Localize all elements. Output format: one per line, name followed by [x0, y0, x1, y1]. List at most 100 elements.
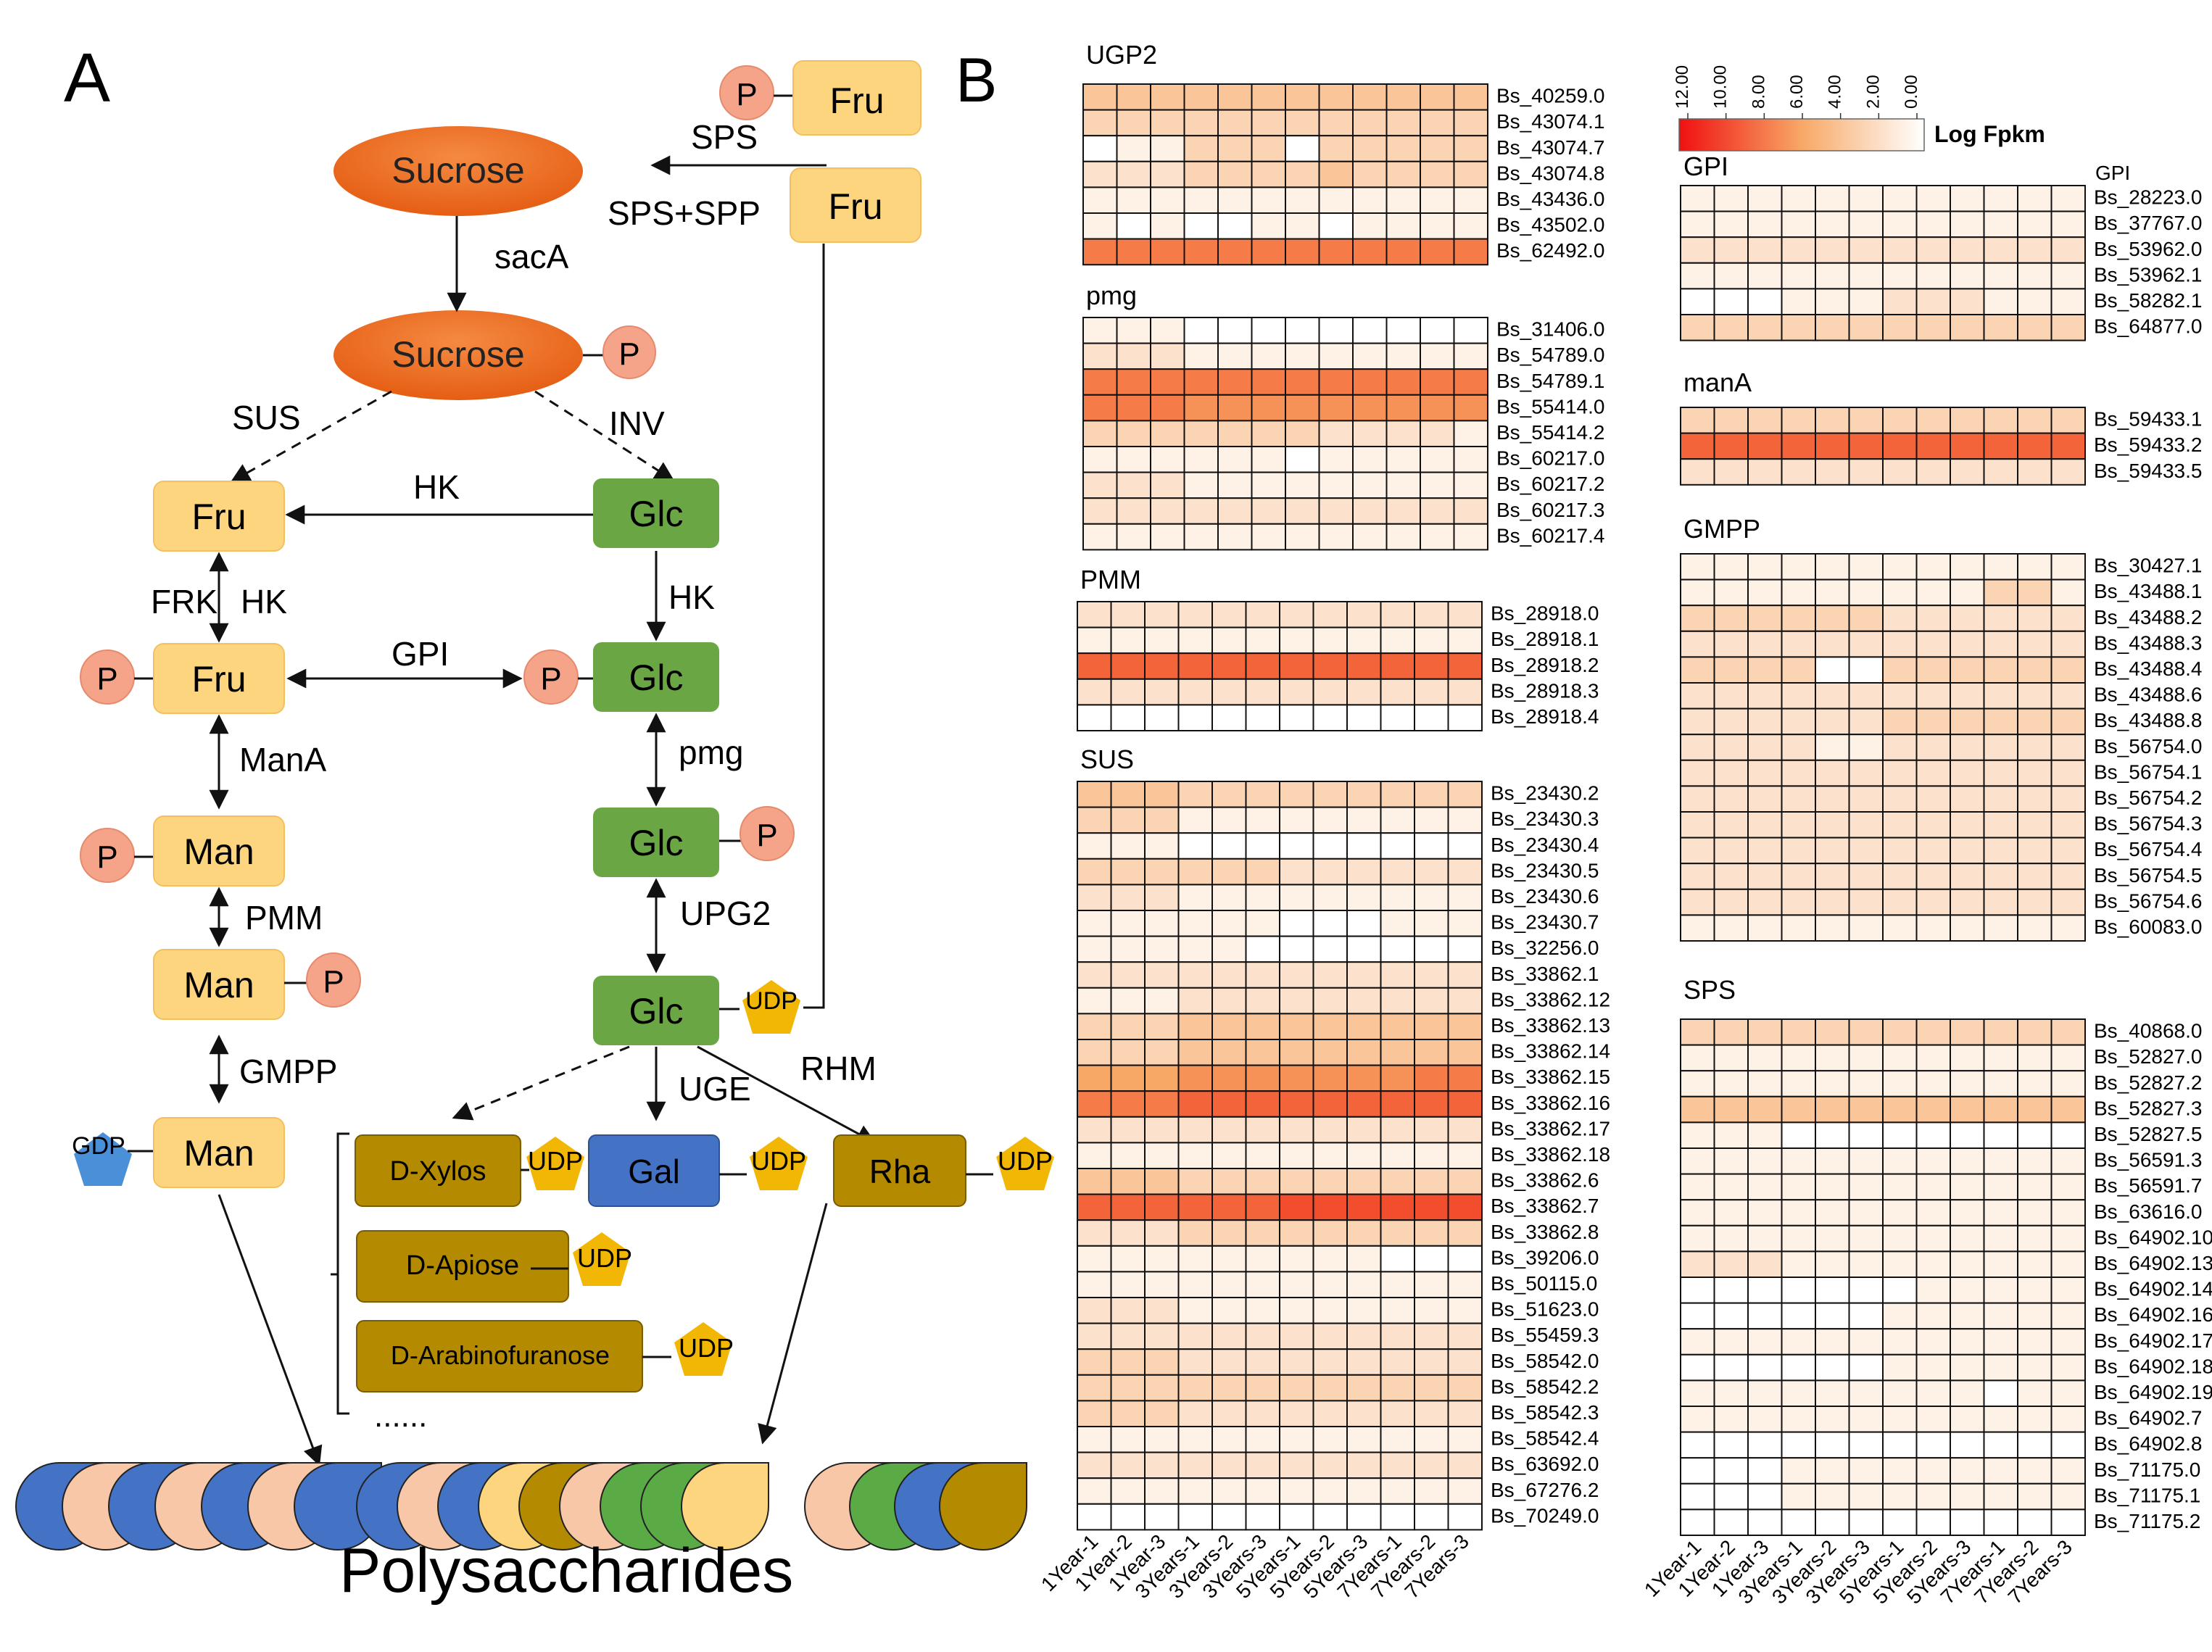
heatmap-cell — [1781, 1431, 1816, 1459]
heatmap-cell — [1077, 1142, 1112, 1170]
heatmap-cell — [1420, 523, 1455, 551]
heatmap-title: pmg — [1086, 281, 1137, 310]
heatmap-cell — [1245, 1271, 1280, 1299]
heatmap-cell — [1380, 1348, 1415, 1376]
heatmap-cell — [1352, 394, 1388, 422]
heatmap-cell — [1279, 987, 1314, 1015]
heatmap-cell — [1312, 1039, 1348, 1066]
heatmap-cell — [1983, 432, 2018, 460]
heatmap-cell — [1680, 1379, 1715, 1408]
heatmap-cell — [1144, 1013, 1180, 1041]
heatmap-cell — [1950, 707, 1985, 736]
heatmap-cell — [1453, 238, 1488, 266]
heatmap-cell — [1279, 1168, 1314, 1195]
heatmap-cell — [1346, 1193, 1382, 1221]
heatmap-cell — [2017, 1406, 2052, 1433]
gene-label: Bs_28918.4 — [1491, 705, 1599, 728]
heatmap-cell — [2017, 432, 2052, 460]
heatmap-cell — [1116, 317, 1151, 344]
heatmap-cell — [1110, 1400, 1146, 1428]
heatmap-cell — [1781, 314, 1816, 341]
heatmap-cell — [1414, 781, 1449, 808]
heatmap-cell — [1848, 914, 1884, 942]
enzyme-pmg: pmg — [679, 734, 743, 771]
heatmap-cell — [1251, 471, 1286, 499]
heatmap-cell — [1882, 185, 1918, 212]
heatmap-cell — [1380, 858, 1415, 886]
heatmap-cell — [1279, 1064, 1314, 1092]
heatmap-cell — [1183, 446, 1219, 473]
heatmap-cell — [2050, 759, 2086, 787]
heatmap-cell — [1882, 1379, 1918, 1408]
heatmap-cell — [1211, 1322, 1247, 1350]
gene-label: Bs_70249.0 — [1491, 1504, 1599, 1527]
heatmap-cell — [1882, 210, 1918, 238]
heatmap-cell — [1815, 656, 1850, 684]
heatmap-cell — [1312, 935, 1348, 963]
heatmap-cell — [1211, 1477, 1247, 1505]
heatmap-cell — [1781, 407, 1816, 434]
glucose-node — [593, 478, 719, 548]
fructose-label: Fru — [192, 497, 247, 537]
heatmap-cell — [1251, 523, 1286, 551]
heatmap-cell — [1983, 759, 2018, 787]
heatmap-cell — [1815, 1277, 1850, 1304]
heatmap-cell — [1414, 1193, 1449, 1221]
heatmap-cell — [1680, 914, 1715, 942]
heatmap-cell — [1680, 458, 1715, 486]
heatmap-cell — [1110, 1322, 1146, 1350]
heatmap-cell — [1110, 704, 1146, 732]
heatmap-cell — [1077, 1193, 1112, 1221]
heatmap-cell — [1680, 1508, 1715, 1536]
heatmap-cell — [1447, 1426, 1483, 1453]
heatmap-cell — [1983, 578, 2018, 607]
heatmap-cell — [1211, 1426, 1247, 1453]
heatmap-cell — [1781, 1224, 1816, 1253]
heatmap-cell — [1848, 1406, 1884, 1433]
heatmap-pmm: PMMBs_28918.0Bs_28918.1Bs_28918.2Bs_2891… — [1077, 565, 1599, 732]
heatmap-cell — [1950, 553, 1985, 581]
heatmap-cell — [1781, 236, 1816, 264]
heatmap-cell — [1285, 317, 1320, 344]
heatmap-cell — [1077, 1116, 1112, 1144]
gene-label: Bs_43074.8 — [1496, 162, 1604, 184]
heatmap-cell — [1447, 1503, 1483, 1531]
heatmap-cell — [1983, 1328, 2018, 1356]
heatmap-cell — [1380, 884, 1415, 912]
heatmap-cell — [1077, 678, 1112, 706]
heatmap-cell — [1110, 1245, 1146, 1273]
heatmap-cell — [1950, 888, 1985, 916]
heatmap-cell — [1781, 1095, 1816, 1124]
gene-label: Bs_52827.5 — [2094, 1123, 2202, 1145]
heatmap-cell — [2017, 458, 2052, 486]
heatmap-cell — [1915, 682, 1951, 710]
heatmap-cell — [1915, 759, 1951, 787]
heatmap-cell — [1279, 1245, 1314, 1273]
heatmap-cell — [1077, 652, 1112, 680]
gene-label: Bs_28918.0 — [1491, 602, 1599, 625]
heatmap-cell — [1144, 1116, 1180, 1144]
heatmap-cell — [1915, 1353, 1951, 1382]
heatmap-cell — [1177, 1193, 1213, 1221]
gene-label: Bs_55459.3 — [1491, 1324, 1599, 1346]
heatmap-cell — [1453, 160, 1488, 188]
heatmap-cell — [1882, 1095, 1918, 1124]
phosphate-icon — [740, 806, 795, 861]
heatmap-cell — [1285, 160, 1320, 188]
heatmap-cell — [1077, 1503, 1112, 1531]
heatmap-cell — [1077, 1426, 1112, 1453]
heatmap-cell — [1815, 759, 1850, 787]
heatmap-cell — [1380, 1013, 1415, 1041]
heatmap-cell — [1713, 288, 1749, 315]
heatmap-cell — [1346, 832, 1382, 860]
heatmap-cell — [2050, 210, 2086, 238]
heatmap-cell — [2017, 553, 2052, 581]
phosphate-icon — [523, 649, 579, 705]
heatmaps: UGP2Bs_40259.0Bs_43074.1Bs_43074.7Bs_430… — [1037, 40, 2212, 1609]
heatmap-cell — [1285, 238, 1320, 266]
heatmap-cell — [1915, 1508, 1951, 1536]
heatmap-cell — [1245, 652, 1280, 680]
heatmap-cell — [1680, 656, 1715, 684]
heatmap-cell — [2050, 811, 2086, 839]
fructose-phosphate-label: Fru — [830, 80, 885, 121]
